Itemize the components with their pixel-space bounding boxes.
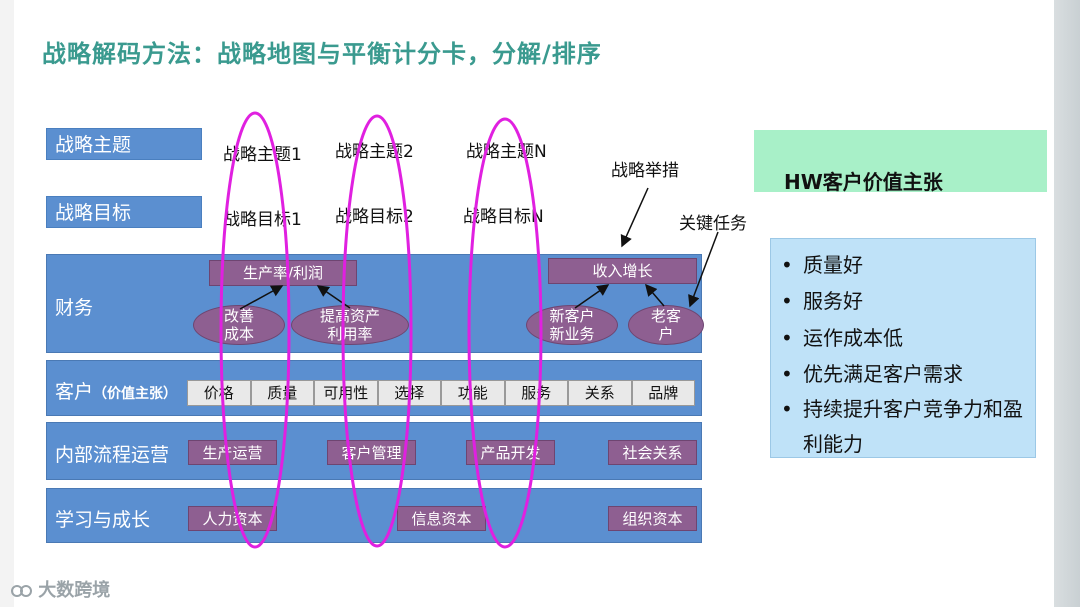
- band-learning-label: 学习与成长: [55, 509, 151, 531]
- brand-logo: 大数跨境: [10, 576, 110, 602]
- ellipse-theme-1: [219, 111, 291, 549]
- logo-text: 大数跨境: [38, 580, 111, 601]
- oval-old-customer: 老客 户: [628, 305, 704, 345]
- page-title: 战略解码方法：战略地图与平衡计分卡，分解/排序: [42, 40, 602, 68]
- box-customer-mgmt: 客户管理: [327, 440, 416, 465]
- box-productivity-profit: 生产率/利润: [209, 260, 357, 286]
- box-info-capital: 信息资本: [397, 506, 486, 531]
- bullet-icon: •: [781, 289, 793, 313]
- hw-item: • 优先满足客户需求: [781, 358, 963, 387]
- oval-old-customer-text: 老客 户: [650, 307, 681, 343]
- cell-price: 价格: [187, 380, 251, 406]
- oval-improve-cost-text: 改善 成本: [223, 307, 254, 343]
- annotation-key-task: 关键任务: [679, 214, 747, 234]
- cell-service: 服务: [504, 380, 568, 406]
- logo-icon: [11, 585, 32, 597]
- hw-title: HW客户价值主张: [784, 170, 943, 194]
- goal-n: 战略目标N: [463, 207, 544, 227]
- hw-list: •质量好 •服务好 •运作成本低 •优先满足客户需求 •持续提升客户竞争力和盈 …: [770, 238, 1036, 458]
- hw-item-text: 运作成本低: [803, 326, 903, 350]
- bullet-icon: •: [781, 253, 793, 277]
- hw-item: • 服务好: [781, 285, 863, 314]
- cell-function: 功能: [441, 380, 505, 406]
- hw-item-text: 持续提升客户竞争力和盈: [803, 397, 1023, 421]
- oval-asset-utilization-text: 提高资产 利用率: [319, 307, 380, 343]
- hw-header: HW客户价值主张: [754, 130, 1047, 194]
- band-finance-label: 财务: [55, 297, 94, 319]
- arrow-initiative: [620, 187, 649, 248]
- ellipse-theme-n: [467, 117, 543, 549]
- band-customer-label: 客户（价值主张）: [55, 377, 177, 404]
- hw-item-text: 利能力: [803, 432, 863, 456]
- arrow-key-task: [688, 231, 719, 308]
- band-learning: 学习与成长: [46, 488, 702, 543]
- hw-item-text: 质量好: [803, 253, 863, 277]
- right-edge: [1054, 0, 1080, 607]
- bullet-icon: •: [781, 362, 793, 386]
- band-process: 内部流程运营: [46, 422, 702, 480]
- goal-1: 战略目标1: [223, 210, 302, 230]
- arrow-new-to-revenue: [574, 284, 610, 309]
- topic-1: 战略主题1: [223, 145, 302, 165]
- box-social-relations: 社会关系: [608, 440, 697, 465]
- band-customer-label-text: 客户: [55, 381, 94, 403]
- cell-quality: 质量: [250, 380, 314, 406]
- oval-improve-cost: 改善 成本: [193, 305, 285, 345]
- bullet-icon: •: [781, 397, 793, 421]
- box-product-dev: 产品开发: [466, 440, 555, 465]
- arrow-old-to-revenue: [645, 283, 665, 307]
- bullet-icon: •: [781, 326, 793, 350]
- hw-item-continued: 利能力: [781, 428, 863, 457]
- oval-new-customer-text: 新客户 新业务: [549, 307, 595, 343]
- hw-item: • 运作成本低: [781, 322, 903, 351]
- cell-brand: 品牌: [631, 380, 695, 406]
- arrow-asset-to-profit: [316, 285, 351, 309]
- ellipse-theme-2: [341, 114, 413, 548]
- annotation-initiative: 战略举措: [611, 161, 679, 181]
- oval-asset-utilization: 提高资产 利用率: [291, 305, 409, 345]
- box-org-capital: 组织资本: [608, 506, 697, 531]
- box-human-capital: 人力资本: [188, 506, 277, 531]
- goal-2: 战略目标2: [335, 207, 414, 227]
- label-strategy-theme: 战略主题: [46, 128, 202, 160]
- box-revenue-growth: 收入增长: [548, 258, 697, 284]
- band-customer-sublabel: （价值主张）: [93, 386, 178, 402]
- hw-item: • 持续提升客户竞争力和盈: [781, 393, 1023, 422]
- hw-item-text: 优先满足客户需求: [803, 362, 963, 386]
- band-process-label: 内部流程运营: [55, 444, 170, 466]
- label-strategy-goal: 战略目标: [46, 196, 202, 228]
- hw-item: • 质量好: [781, 249, 863, 278]
- hw-item-text: 服务好: [803, 289, 863, 313]
- left-edge: [0, 0, 14, 607]
- arrow-cost-to-profit: [239, 285, 284, 310]
- box-production-ops: 生产运营: [188, 440, 277, 465]
- cell-relationship: 关系: [568, 380, 632, 406]
